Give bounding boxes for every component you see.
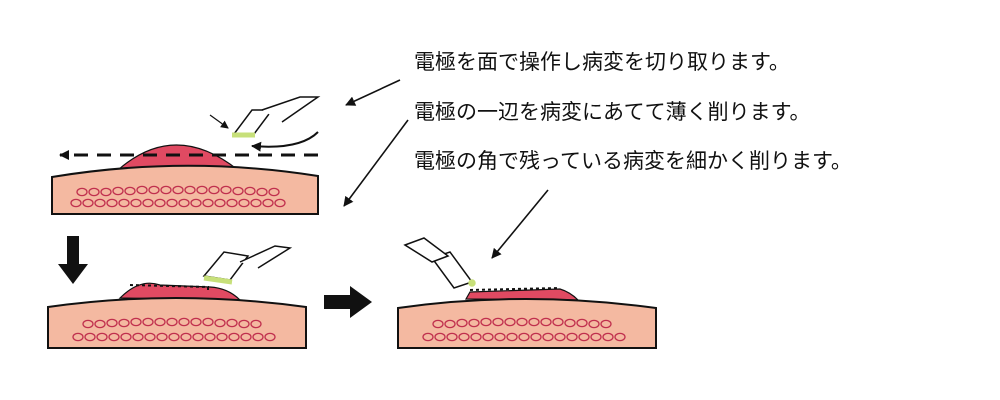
leader-arrow-2: [343, 119, 409, 207]
panel-2: [47, 245, 307, 349]
down-arrow: [58, 236, 88, 284]
tissue-cells-2: [72, 317, 276, 342]
electrode-3: [403, 237, 476, 289]
caption-step-1: 電極を面で操作し病変を切り取ります。: [414, 50, 790, 74]
motion-curve-arrow: [251, 131, 319, 152]
leader-arrow-1: [345, 79, 401, 106]
panel-3: [397, 237, 657, 349]
caption-step-3: 電極の角で残っている病変を細かく削ります。: [414, 149, 852, 173]
contact-pointer-arrow: [209, 114, 229, 129]
lesion-1: [116, 144, 240, 171]
caption-step-2: 電極の一辺を病変にあてて薄く削ります。: [414, 100, 811, 124]
leader-arrow-3: [491, 189, 549, 259]
cut-line-2: [129, 284, 209, 293]
tissue-cells-1: [70, 185, 286, 208]
right-arrow: [324, 286, 372, 318]
tissue-cells-3: [422, 317, 626, 342]
electrode-2: [202, 245, 293, 285]
electrode-1: [232, 96, 321, 138]
lesion-2: [118, 282, 242, 301]
panel-1: [51, 96, 321, 215]
